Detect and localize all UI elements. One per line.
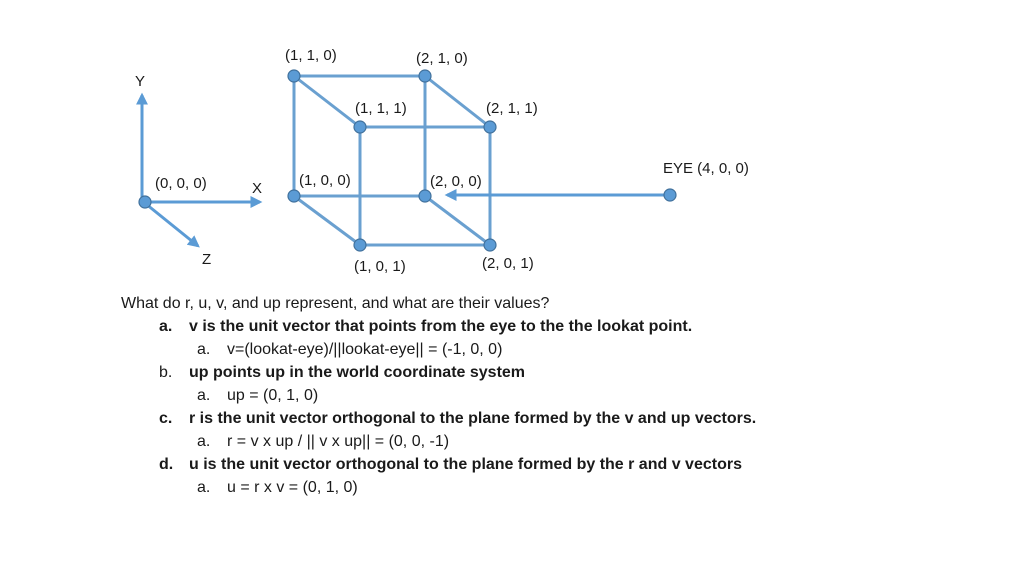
vertex-2-1-1	[483, 120, 497, 134]
cube-vertices	[287, 69, 497, 252]
item-b-sub: a. up = (0, 1, 0)	[197, 384, 318, 407]
label-2-0-1: (2, 0, 1)	[482, 255, 534, 272]
y-axis-label: Y	[135, 73, 145, 90]
vertex-1-1-1	[353, 120, 367, 134]
eye-point	[663, 188, 677, 202]
edge-depth-top-right	[424, 74, 491, 129]
label-2-0-0: (2, 0, 0)	[430, 173, 482, 190]
vertex-1-1-0	[287, 69, 301, 83]
item-c-sub-text: r = v x up / || v x up|| = (0, 0, -1)	[227, 433, 450, 450]
origin-point	[138, 195, 152, 209]
coordinate-axes: Y X Z (0, 0, 0)	[135, 73, 263, 268]
z-axis-label: Z	[202, 251, 211, 268]
vertex-1-0-0	[287, 189, 301, 203]
edge-depth-bottom-right	[424, 194, 491, 247]
label-1-0-0: (1, 0, 0)	[299, 172, 351, 189]
item-b-sub-text: up = (0, 1, 0)	[227, 387, 319, 404]
item-a-sub-marker: a.	[197, 341, 211, 358]
item-a-marker: a.	[159, 318, 173, 335]
vertex-1-0-1	[353, 238, 367, 252]
vertex-labels: (1, 1, 0) (2, 1, 0) (1, 1, 1) (2, 1, 1) …	[285, 47, 538, 275]
item-d: d. u is the unit vector orthogonal to the…	[159, 453, 742, 476]
item-a-text: v is the unit vector that points from th…	[189, 318, 693, 335]
x-axis-label: X	[252, 180, 262, 197]
label-2-1-0: (2, 1, 0)	[416, 50, 468, 67]
item-a-sub: a. v=(lookat-eye)/||lookat-eye|| = (-1, 0…	[197, 338, 502, 361]
vertex-2-0-0	[418, 189, 432, 203]
cube-diagram: Y X Z (0, 0, 0) EYE (4, 0, 0) (1, 1, 0)	[135, 47, 749, 275]
item-c-sub: a. r = v x up / || v x up|| = (0, 0, -1)	[197, 430, 449, 453]
eye-label: EYE (4, 0, 0)	[663, 160, 749, 177]
edge-depth-top-left	[293, 74, 361, 129]
z-axis	[145, 202, 200, 248]
item-b: b. up points up in the world coordinate s…	[159, 361, 525, 384]
edge-depth-bottom-left	[293, 194, 361, 247]
item-a: a. v is the unit vector that points from …	[159, 315, 692, 338]
vertex-2-0-1	[483, 238, 497, 252]
item-d-sub-text: u = r x v = (0, 1, 0)	[227, 479, 358, 496]
vertex-2-1-0	[418, 69, 432, 83]
label-1-0-1: (1, 0, 1)	[354, 258, 406, 275]
item-c-sub-marker: a.	[197, 433, 211, 450]
origin-label: (0, 0, 0)	[155, 175, 207, 192]
item-b-marker: b.	[159, 364, 173, 381]
item-c-marker: c.	[159, 410, 173, 427]
label-2-1-1: (2, 1, 1)	[486, 100, 538, 117]
question-text: What do r, u, v, and up represent, and w…	[121, 295, 550, 312]
label-1-1-0: (1, 1, 0)	[285, 47, 337, 64]
item-d-sub-marker: a.	[197, 479, 211, 496]
item-d-sub: a. u = r x v = (0, 1, 0)	[197, 476, 358, 499]
label-1-1-1: (1, 1, 1)	[355, 100, 407, 117]
item-d-marker: d.	[159, 456, 174, 473]
item-a-sub-text: v=(lookat-eye)/||lookat-eye|| = (-1, 0, …	[227, 341, 503, 358]
item-c-text: r is the unit vector orthogonal to the p…	[189, 410, 757, 427]
cube-edges	[292, 74, 492, 247]
item-b-sub-marker: a.	[197, 387, 211, 404]
item-c: c. r is the unit vector orthogonal to the…	[159, 407, 756, 430]
item-d-text: u is the unit vector orthogonal to the p…	[189, 456, 742, 473]
item-b-text: up points up in the world coordinate sys…	[189, 364, 526, 381]
